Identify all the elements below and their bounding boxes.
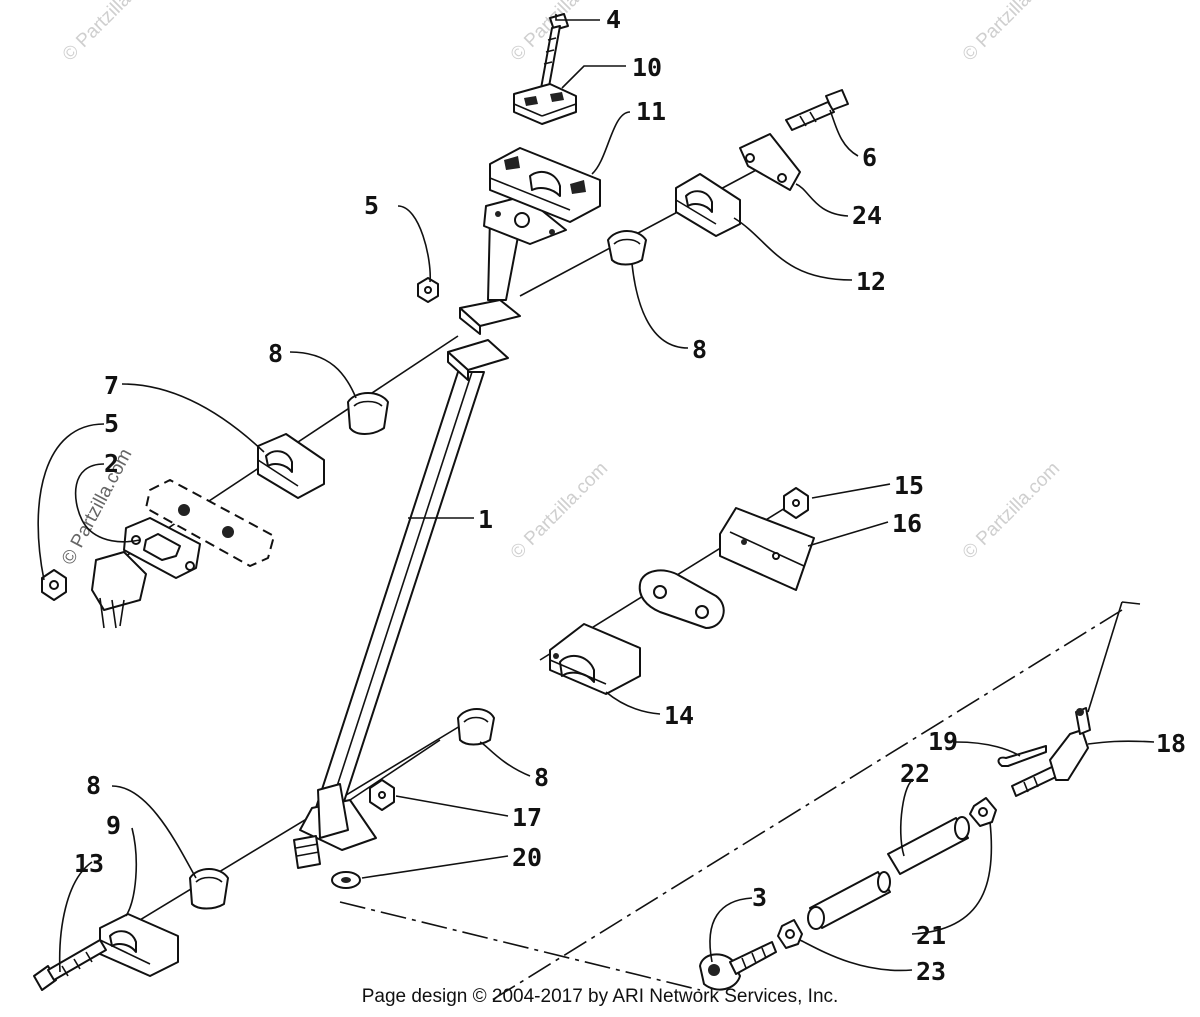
callout-labels: 4 10 11 5 6 24 12 8 8 7 5 2 1 15 16 14 8… xyxy=(74,5,1186,986)
bolt-13 xyxy=(33,939,107,991)
callout-6: 6 xyxy=(862,143,877,172)
leader-lines xyxy=(37,14,1155,973)
plate-2 xyxy=(91,479,275,629)
cotter-pin-19 xyxy=(997,745,1047,767)
nut-5-lower xyxy=(41,569,67,601)
nut-15 xyxy=(783,487,809,519)
footer-copyright: Page design © 2004-2017 by ARI Network S… xyxy=(362,986,839,1007)
callout-5-lower: 5 xyxy=(104,409,119,438)
nut-17 xyxy=(369,779,395,811)
bushing-8-upper-left xyxy=(347,392,389,435)
callout-24: 24 xyxy=(852,201,882,230)
plate-link xyxy=(638,569,725,629)
callout-16: 16 xyxy=(892,509,922,538)
callout-2: 2 xyxy=(104,449,119,478)
callout-8-lower: 8 xyxy=(86,771,101,800)
callout-17: 17 xyxy=(512,803,542,832)
clamp-14 xyxy=(549,623,641,695)
jam-nut-23 xyxy=(777,919,803,949)
callout-12: 12 xyxy=(856,267,886,296)
tie-rod-tube-22 xyxy=(807,816,970,930)
bushing-8-upper-right xyxy=(607,230,647,266)
watermark-top-right: © Partzilla.com xyxy=(959,0,1064,66)
callout-18: 18 xyxy=(1156,729,1186,758)
callout-8-middle: 8 xyxy=(534,763,549,792)
bolt-6 xyxy=(785,89,849,131)
watermark-mid-right: © Partzilla.com xyxy=(959,458,1064,563)
callout-8-upper-left: 8 xyxy=(268,339,283,368)
plate-24 xyxy=(739,133,801,191)
callout-22: 22 xyxy=(900,759,930,788)
washer-20 xyxy=(331,871,361,889)
clamp-11 xyxy=(489,147,601,223)
callout-11: 11 xyxy=(636,97,666,126)
callout-20: 20 xyxy=(512,843,542,872)
plate-16 xyxy=(719,507,815,591)
clamp-9 xyxy=(99,913,179,977)
nut-5-upper xyxy=(417,277,439,303)
tie-rod-assembly xyxy=(699,707,1091,991)
callout-7: 7 xyxy=(104,371,119,400)
bushing-8-lower xyxy=(189,868,229,910)
callout-21: 21 xyxy=(916,921,946,950)
cap-10 xyxy=(513,83,577,125)
clamp-12 xyxy=(675,173,741,237)
callout-10: 10 xyxy=(632,53,662,82)
jam-nut-21 xyxy=(969,797,997,827)
callout-5-upper: 5 xyxy=(364,191,379,220)
callout-8-upper-right: 8 xyxy=(692,335,707,364)
tie-rod-end-3 xyxy=(699,941,777,991)
clamp-7 xyxy=(257,433,325,499)
callout-9: 9 xyxy=(106,811,121,840)
watermark-mid-center: © Partzilla.com xyxy=(507,458,612,563)
tie-rod-end-18 xyxy=(1011,707,1091,797)
callout-13: 13 xyxy=(74,849,104,878)
watermark-top-left: © Partzilla.com xyxy=(59,0,164,66)
steering-post xyxy=(293,195,567,869)
callout-15: 15 xyxy=(894,471,924,500)
callout-4: 4 xyxy=(606,5,621,34)
bushing-8-middle xyxy=(457,708,495,746)
callout-14: 14 xyxy=(664,701,694,730)
callout-1: 1 xyxy=(478,505,493,534)
callout-3: 3 xyxy=(752,883,767,912)
callout-23: 23 xyxy=(916,957,946,986)
callout-19: 19 xyxy=(928,727,958,756)
assembly-lines xyxy=(119,167,1141,1001)
